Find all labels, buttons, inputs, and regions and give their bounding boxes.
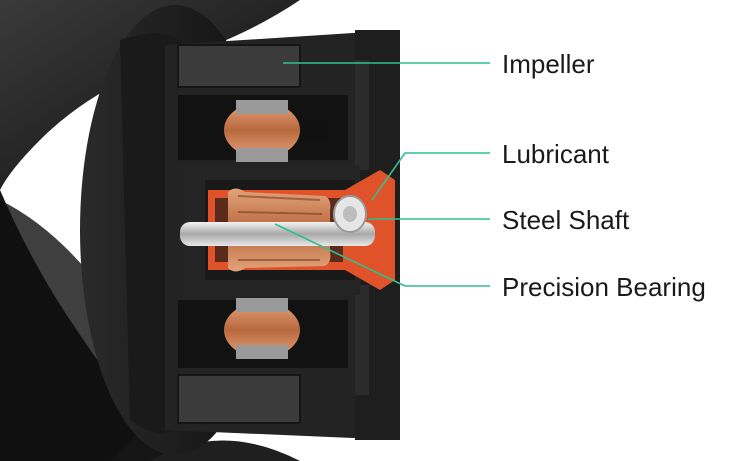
leader-line-precision-bearing xyxy=(274,223,490,287)
label-steel-shaft: Steel Shaft xyxy=(502,205,630,235)
leader-line-lubricant xyxy=(371,152,490,201)
steel-shaft xyxy=(180,195,375,246)
label-lubricant: Lubricant xyxy=(502,139,609,169)
label-impeller: Impeller xyxy=(502,49,595,79)
label-precision-bearing: Precision Bearing xyxy=(502,272,706,302)
copper-coils xyxy=(224,100,328,359)
leader-lines xyxy=(274,62,490,287)
